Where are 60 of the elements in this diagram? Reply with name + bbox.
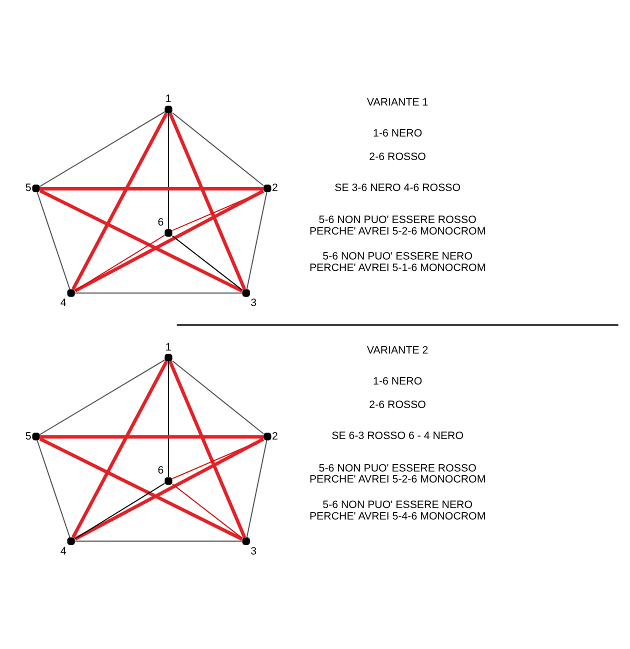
- connector: [75, 292, 242, 294]
- node-label: 3: [250, 544, 257, 557]
- node-label: 1: [165, 92, 172, 105]
- label: 1-6 NERO: [373, 375, 422, 388]
- label: 5-6 NON PUO' ESSERE ROSSO PERCHE' AVREI 5-2-6 MONOCROM: [309, 462, 486, 486]
- node-label: 2: [272, 182, 278, 194]
- connector: [172, 112, 264, 186]
- node-circle: [264, 184, 272, 192]
- node-label: 1: [165, 340, 172, 353]
- connector: [39, 436, 243, 540]
- node-label: 4: [60, 296, 66, 309]
- label: 1-6 NERO: [373, 126, 422, 139]
- node-circle: [67, 536, 75, 544]
- node-label: 5: [25, 182, 32, 194]
- node-label: 6: [158, 216, 164, 228]
- label: SE 3-6 NERO 4-6 ROSSO: [334, 181, 461, 194]
- label: 5-6 NON PUO' ESSERE ROSSO PERCHE' AVREI 5-2-6 MONOCROM: [309, 214, 486, 238]
- connector: [36, 440, 70, 538]
- connector: [40, 186, 264, 190]
- connector: [168, 361, 170, 476]
- connector: [75, 540, 242, 542]
- connector: [39, 188, 243, 292]
- label: 2-6 ROSSO: [369, 150, 426, 162]
- node-circle: [242, 536, 250, 544]
- node-circle: [164, 476, 172, 484]
- connector: [74, 234, 165, 291]
- connector: [172, 360, 264, 434]
- label: 2-6 ROSSO: [369, 398, 426, 411]
- node-circle: [264, 432, 272, 440]
- connector: [40, 434, 264, 438]
- node-label: 3: [250, 296, 257, 309]
- label: VARIANTE 1: [366, 96, 428, 108]
- connector: [72, 360, 168, 538]
- label: 5-6 NON PUO' ESSERE NERO PERCHE' AVREI 5-1-6 MONOCROM: [309, 250, 486, 274]
- connector: [246, 440, 268, 537]
- connector: [72, 112, 168, 290]
- connector: [74, 482, 165, 539]
- node-label: 6: [158, 464, 164, 476]
- node-label: 4: [60, 544, 66, 557]
- node-circle: [32, 432, 40, 440]
- node-circle: [242, 288, 250, 296]
- node-circle: [32, 184, 40, 192]
- node-circle: [67, 288, 75, 296]
- connector: [246, 192, 268, 289]
- connector: [168, 112, 246, 290]
- node-circle: [164, 105, 172, 113]
- connector: [36, 192, 70, 289]
- connector: [172, 483, 243, 538]
- label: SE 6-3 ROSSO 6 - 4 NERO: [332, 429, 464, 442]
- label: VARIANTE 2: [366, 344, 428, 356]
- node-circle: [164, 353, 172, 362]
- connector: [168, 112, 170, 228]
- connector: [40, 359, 165, 435]
- node-label: 5: [25, 430, 32, 442]
- connector: [168, 360, 246, 538]
- connector: [172, 235, 243, 290]
- connector: [40, 110, 165, 186]
- node-label: 2: [272, 430, 278, 442]
- node-circle: [164, 228, 172, 236]
- label: 5-6 NON PUO' ESSERE NERO PERCHE' AVREI 5-4-6 MONOCROM: [309, 498, 486, 522]
